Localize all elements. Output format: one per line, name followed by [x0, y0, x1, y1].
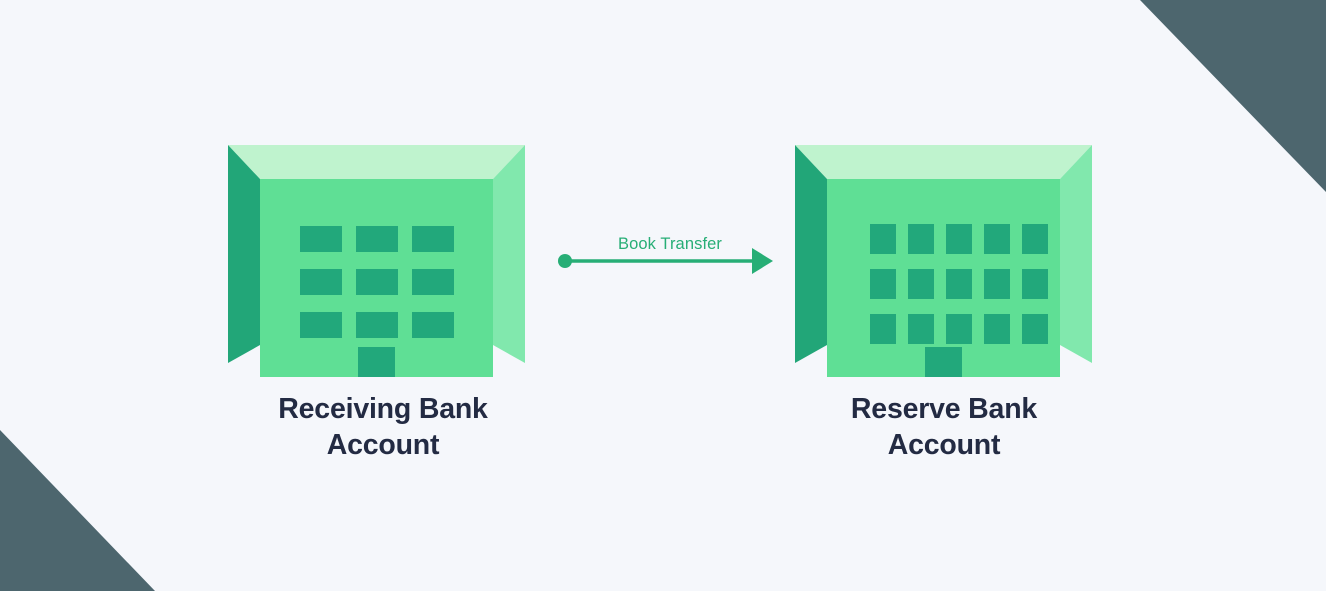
- node-reserve-bank-account-label: Reserve Bank Account: [850, 393, 1038, 461]
- connector-arrowhead: [752, 248, 773, 274]
- building-right-face: [493, 145, 525, 363]
- connector-book-transfer[interactable]: [556, 228, 784, 294]
- building-roof-face: [795, 145, 1092, 179]
- building-door: [925, 347, 962, 377]
- building-left-face: [228, 145, 260, 363]
- building-window-grid: [300, 226, 454, 338]
- connector-label: Book Transfer: [617, 235, 722, 253]
- bottom-left-corner-decoration: [0, 430, 155, 591]
- building-roof-face: [228, 145, 525, 179]
- building-right-face: [1060, 145, 1092, 363]
- top-right-corner-decoration: [1140, 0, 1326, 192]
- node-receiving-bank-account-label: Receiving Bank Account: [278, 393, 488, 461]
- node-reserve-bank-account[interactable]: [795, 145, 1092, 377]
- bank-building-icon: [795, 145, 1092, 377]
- building-door: [358, 347, 395, 377]
- bank-building-icon: [228, 145, 525, 377]
- node-receiving-bank-account[interactable]: [228, 145, 525, 377]
- building-left-face: [795, 145, 827, 363]
- building-window-grid: [870, 224, 1048, 344]
